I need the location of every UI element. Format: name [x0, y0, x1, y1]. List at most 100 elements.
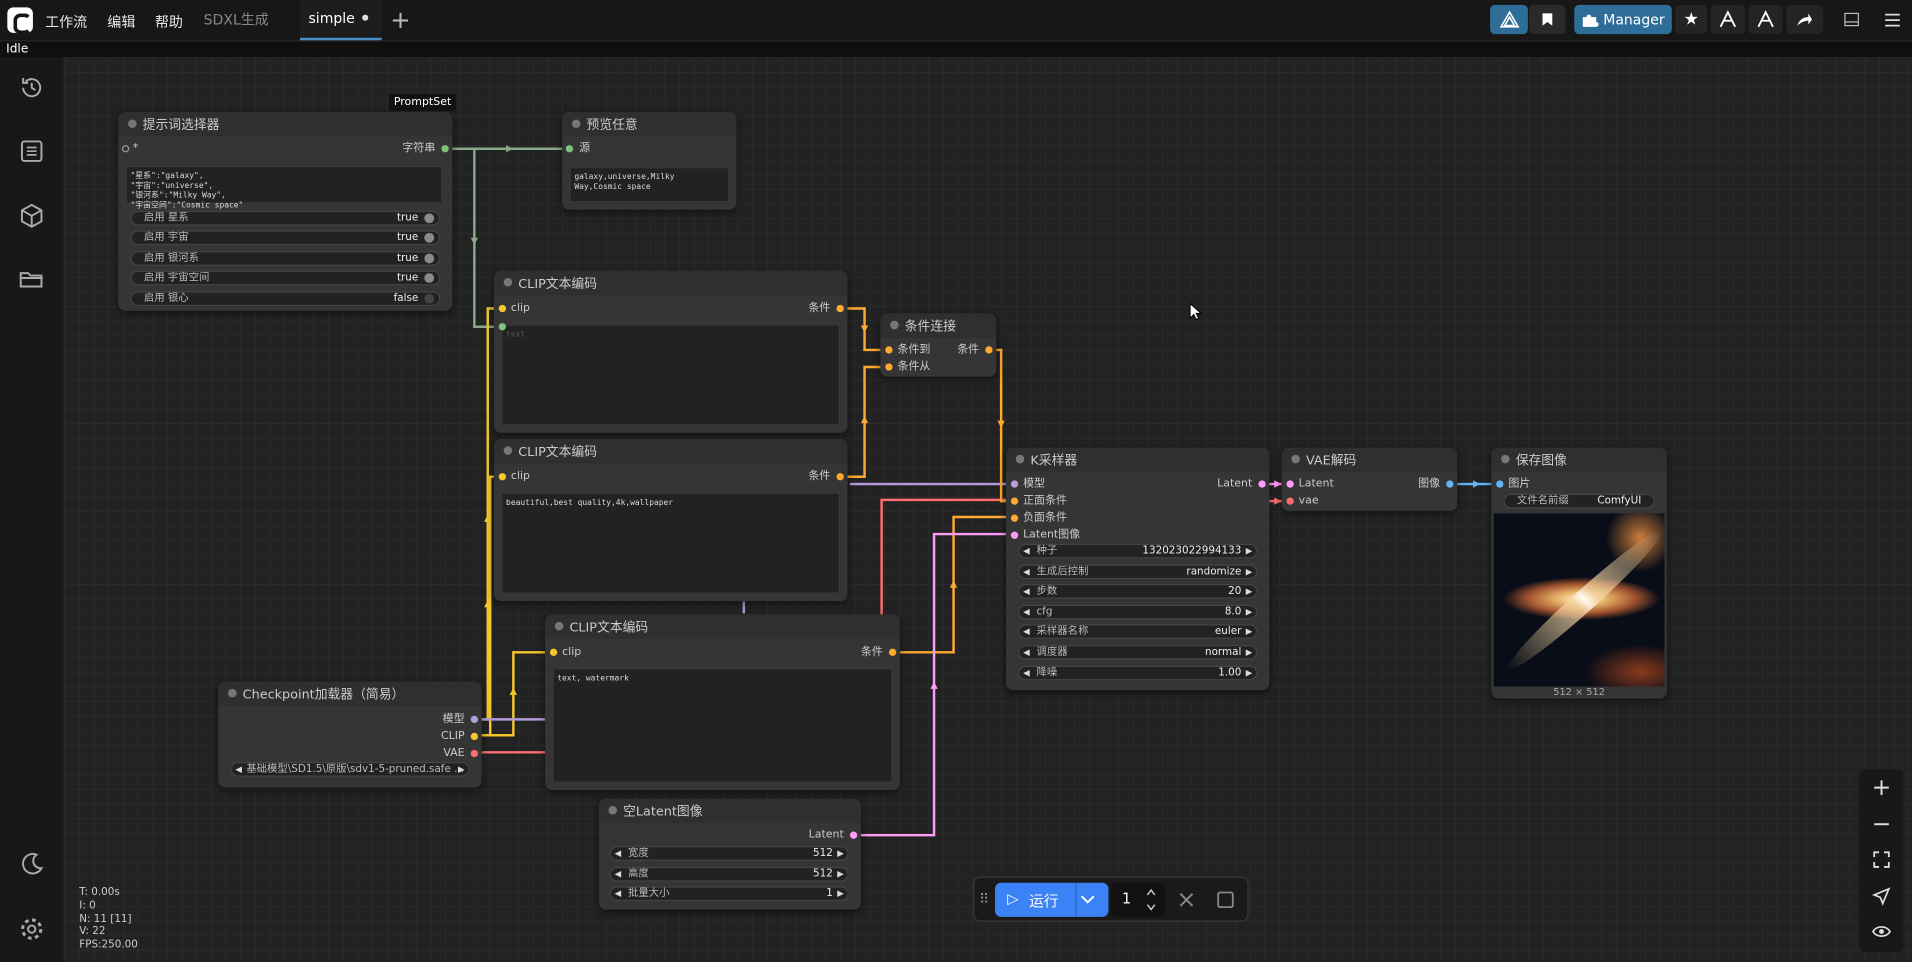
- batch-count-value[interactable]: 1: [1121, 890, 1132, 908]
- arrow-left-icon[interactable]: ◀: [1023, 546, 1030, 556]
- hamburger-menu-button[interactable]: [1880, 5, 1904, 34]
- input-clip-port[interactable]: [549, 648, 558, 656]
- node-title[interactable]: CLIP文本编码: [545, 614, 900, 639]
- arrow-right-icon[interactable]: ▶: [1245, 566, 1253, 577]
- node-title[interactable]: 条件连接: [880, 313, 997, 338]
- output-cond-port[interactable]: [888, 648, 897, 656]
- input-model-port[interactable]: [1010, 480, 1019, 488]
- output-string-port[interactable]: [441, 145, 449, 153]
- output-cond-port[interactable]: [836, 304, 844, 313]
- input-any-port[interactable]: [121, 145, 130, 153]
- checkpoint-loader-node[interactable]: Checkpoint加载器（简易） 模型 CLIP VAE ◀基础模型\SD1.…: [218, 681, 482, 788]
- arrow-right-icon[interactable]: ▶: [458, 764, 465, 775]
- arrow-right-icon[interactable]: ▶: [837, 888, 844, 899]
- node-title[interactable]: 提示词选择器: [118, 112, 453, 137]
- workflows-folder-icon[interactable]: [18, 266, 45, 293]
- comfy-logo[interactable]: [7, 7, 33, 35]
- arrow-right-icon[interactable]: ▶: [1245, 546, 1253, 556]
- input-cond-from-port[interactable]: [885, 363, 893, 371]
- output-model-port[interactable]: [470, 715, 479, 724]
- history-icon[interactable]: [18, 74, 45, 101]
- model-tool-2-button[interactable]: [1748, 4, 1783, 35]
- arrow-right-icon[interactable]: ▶: [1245, 606, 1253, 617]
- output-vae-port[interactable]: [470, 749, 479, 758]
- clip-text-encode-node-3[interactable]: CLIP文本编码 clip 条件 text, watermark: [545, 614, 900, 791]
- node-title[interactable]: 空Latent图像: [598, 798, 861, 824]
- toggle-knob-icon[interactable]: [424, 233, 435, 244]
- toggle-knob-icon[interactable]: [424, 253, 435, 264]
- arrow-left-icon[interactable]: ◀: [614, 888, 622, 899]
- output-image-port[interactable]: [1446, 480, 1454, 488]
- input-cond-to-port[interactable]: [885, 346, 893, 354]
- node-title[interactable]: Checkpoint加载器（简易）: [218, 681, 482, 706]
- increment-icon[interactable]: [1146, 888, 1156, 896]
- node-title[interactable]: CLIP文本编码: [493, 438, 848, 464]
- settings-gear-icon[interactable]: [18, 916, 45, 943]
- input-negative-port[interactable]: [1010, 514, 1019, 522]
- input-clip-port[interactable]: [498, 473, 507, 481]
- arrow-right-icon[interactable]: ▶: [1245, 627, 1253, 637]
- output-clip-port[interactable]: [470, 732, 479, 741]
- input-vae-port[interactable]: [1286, 497, 1294, 505]
- prompt-textarea[interactable]: text, watermark: [552, 668, 893, 783]
- zoom-in-icon[interactable]: [1873, 779, 1890, 796]
- prompt-json-textarea[interactable]: "星系":"galaxy", "宇宙":"universe", "银河系":"M…: [125, 165, 443, 210]
- output-latent-port[interactable]: [1258, 480, 1266, 488]
- decrement-icon[interactable]: [1146, 903, 1156, 911]
- run-button[interactable]: ▷ 运行: [995, 882, 1109, 917]
- arrow-right-icon[interactable]: ▶: [1245, 586, 1253, 597]
- toggle-links-eye-icon[interactable]: [1871, 924, 1892, 939]
- clip-text-encode-node-2[interactable]: CLIP文本编码 clip 条件 beautiful,best quality,…: [493, 438, 848, 602]
- ckpt-name-widget[interactable]: ◀基础模型\SD1.5\原版\sdv1-5-pruned.safe ...▶: [230, 762, 470, 777]
- tab-sdxl[interactable]: SDXL生成: [195, 0, 269, 40]
- chevron-down-icon[interactable]: [1080, 895, 1095, 905]
- prompt-textarea[interactable]: beautiful,best quality,4k,wallpaper: [501, 492, 841, 594]
- toggle-knob-icon[interactable]: [424, 293, 435, 304]
- arrow-right-icon[interactable]: ▶: [1245, 647, 1253, 658]
- batch-count-stepper[interactable]: 1: [1110, 882, 1165, 917]
- node-title[interactable]: 保存图像: [1491, 447, 1667, 472]
- prompt-textarea[interactable]: text: [501, 324, 841, 426]
- arrow-left-icon[interactable]: ◀: [1023, 606, 1030, 617]
- node-library-icon[interactable]: [18, 138, 45, 165]
- node-title[interactable]: K采样器: [1005, 447, 1270, 472]
- bookmark-button[interactable]: [1529, 4, 1566, 35]
- output-latent-port[interactable]: [849, 831, 858, 839]
- toggle-knob-icon[interactable]: [424, 273, 435, 284]
- zoom-out-icon[interactable]: [1873, 816, 1890, 833]
- arrow-left-icon[interactable]: ◀: [1023, 647, 1030, 658]
- vae-decode-node[interactable]: VAE解码 Latent vae 图像: [1281, 447, 1458, 511]
- cancel-x-icon[interactable]: [1179, 893, 1194, 908]
- stop-square-icon[interactable]: [1217, 891, 1234, 909]
- tab-simple[interactable]: simple: [299, 0, 382, 41]
- output-cond-port[interactable]: [985, 346, 993, 354]
- fit-view-icon[interactable]: [1873, 851, 1890, 868]
- select-pointer-icon[interactable]: [1871, 887, 1891, 906]
- arrow-left-icon[interactable]: ◀: [1023, 566, 1030, 577]
- preview-textarea[interactable]: galaxy,universe,Milky Way,Cosmic space: [569, 167, 730, 203]
- menu-edit[interactable]: 编辑: [107, 13, 136, 31]
- input-positive-port[interactable]: [1010, 497, 1019, 505]
- text-input-port[interactable]: [498, 323, 507, 331]
- arrow-left-icon[interactable]: ◀: [614, 868, 622, 879]
- manager-button[interactable]: Manager: [1574, 4, 1672, 35]
- node-title[interactable]: VAE解码: [1281, 447, 1458, 472]
- clip-text-encode-node-1[interactable]: CLIP文本编码 clip 条件 text: [493, 270, 848, 433]
- node-title[interactable]: CLIP文本编码: [493, 270, 848, 296]
- menu-help[interactable]: 帮助: [154, 13, 183, 31]
